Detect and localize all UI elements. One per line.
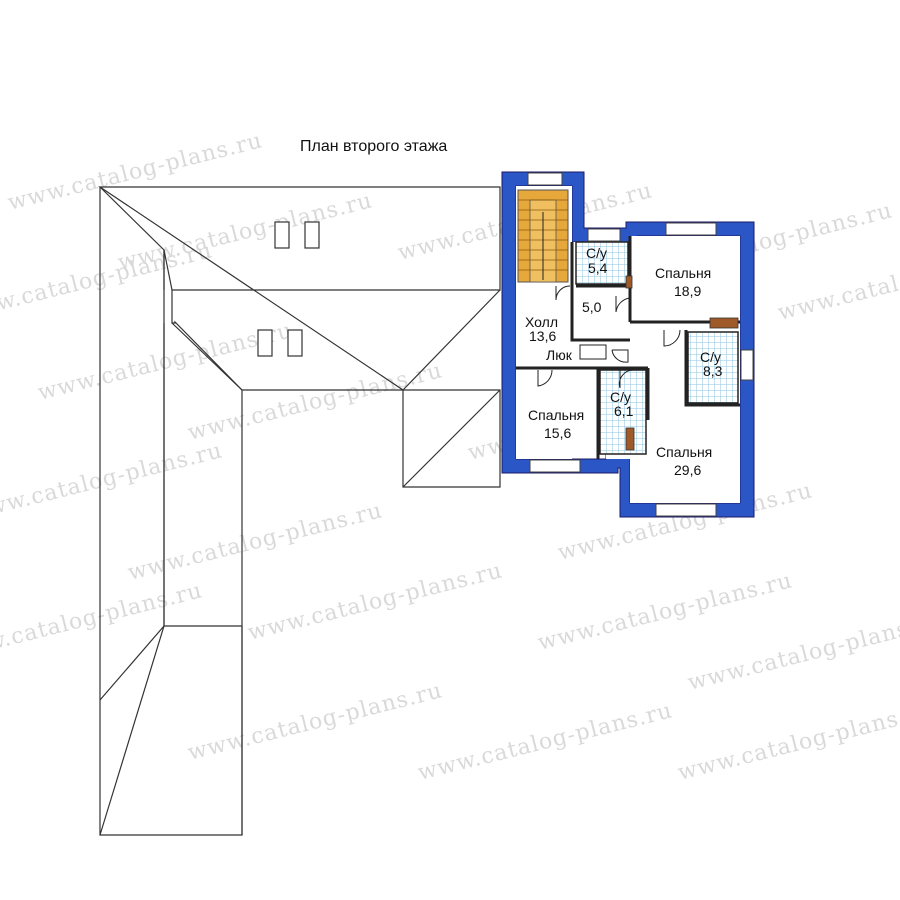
roof-outline — [98, 186, 501, 836]
room-name-bath2: С/у — [700, 349, 721, 365]
room-area-hall: 13,6 — [529, 328, 556, 344]
watermark-text: www.catalog-plans.ru — [5, 128, 265, 216]
watermark-text: www.catalog-plans.ru — [0, 578, 205, 666]
watermark-text: www.catalog-plans.ru — [685, 608, 900, 696]
watermark-text: www.catalog-plans.ru — [35, 318, 295, 406]
watermark-text: www.catalog-plans.ru — [415, 698, 675, 786]
room-name-bath3: С/у — [610, 389, 631, 405]
room-area-bedroom3: 29,6 — [674, 462, 701, 478]
room-name-bedroom2: Спальня — [528, 407, 584, 423]
room-name-bedroom1: Спальня — [655, 265, 711, 281]
room-area-bedroom2: 15,6 — [544, 425, 571, 441]
watermark-text: www.catalog-plans.ru — [775, 238, 900, 326]
room-area-bath3: 6,1 — [614, 403, 634, 419]
interior-walls — [516, 236, 740, 459]
doors — [537, 285, 681, 389]
watermark-layer: www.catalog-plans.ru www.catalog-plans.r… — [0, 128, 900, 786]
room-name-bath1: С/у — [586, 245, 607, 261]
room-area-closet: 5,0 — [582, 299, 602, 315]
watermark-text: www.catalog-plans.ru — [245, 558, 505, 646]
plan-title: План второго этажа — [300, 138, 447, 155]
room-name-hatch: Люк — [546, 347, 573, 363]
room-area-bath2: 8,3 — [703, 363, 723, 379]
watermark-text: www.catalog-plans.ru — [675, 698, 900, 786]
room-labels: С/у 5,4 Спальня 18,9 5,0 Холл 13,6 Люк С… — [525, 245, 723, 478]
room-name-hall: Холл — [525, 314, 558, 330]
windows — [527, 172, 754, 517]
fixtures — [625, 275, 739, 451]
watermark-text: www.catalog-plans.ru — [0, 238, 215, 326]
room-area-bedroom1: 18,9 — [674, 283, 701, 299]
room-name-bedroom3: Спальня — [656, 444, 712, 460]
room-area-bath1: 5,4 — [588, 260, 608, 276]
watermark-text: www.catalog-plans.ru — [185, 678, 445, 766]
watermark-text: www.catalog-plans.ru — [535, 568, 795, 656]
staircase — [517, 189, 569, 283]
roof-windows — [257, 221, 320, 357]
watermark-text: www.catalog-plans.ru — [0, 438, 225, 526]
bathroom-tiles — [575, 241, 739, 455]
